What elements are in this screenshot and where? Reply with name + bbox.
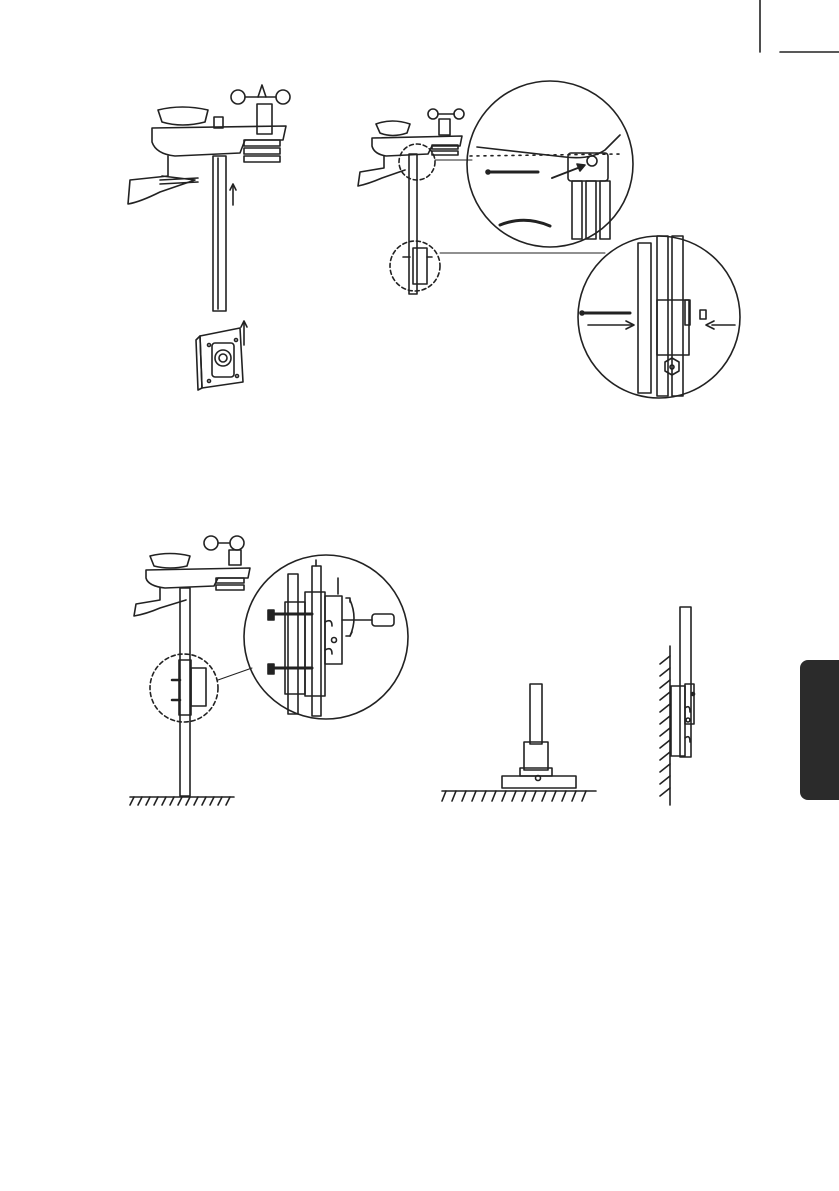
crop-mark xyxy=(760,0,839,52)
ground-line-1 xyxy=(130,797,234,805)
ground-pole-clamp xyxy=(150,588,252,796)
ground-base-mount xyxy=(442,684,596,801)
mounting-pole-2 xyxy=(390,154,440,294)
wall-mount xyxy=(660,607,695,805)
weather-station-icon xyxy=(128,85,290,204)
mounting-pole xyxy=(213,156,236,311)
section-tab xyxy=(800,660,839,800)
mounting-bracket xyxy=(196,321,247,390)
weather-station-icon-3 xyxy=(134,536,250,616)
clamp-detail-zoom xyxy=(244,555,408,719)
bolt-detail-zoom xyxy=(440,236,740,398)
weather-station-icon-2 xyxy=(358,109,464,186)
screw-detail-zoom xyxy=(435,81,633,247)
